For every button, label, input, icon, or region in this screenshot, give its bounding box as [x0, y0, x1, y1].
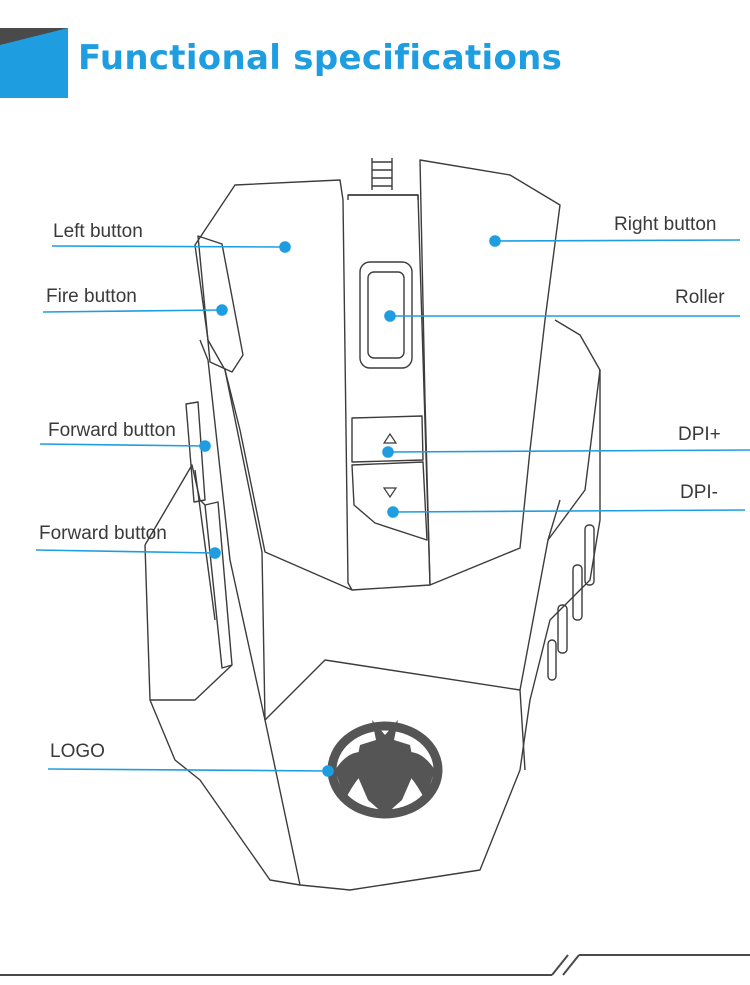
header-banner-graphic: [0, 28, 68, 98]
label-forward-button-lower: Forward button: [39, 523, 167, 544]
label-forward-button-upper: Forward button: [48, 420, 176, 441]
dpi-arrows: [382, 432, 398, 499]
label-logo: LOGO: [50, 741, 105, 762]
label-fire-button: Fire button: [46, 286, 137, 307]
page-title: Functional specifications: [78, 38, 563, 78]
label-dpi-plus: DPI+: [678, 424, 721, 445]
label-right-button: Right button: [614, 214, 717, 235]
label-roller: Roller: [675, 287, 725, 308]
label-dpi-minus: DPI-: [680, 482, 718, 503]
footer-rule: [0, 954, 750, 976]
label-left-button: Left button: [53, 221, 143, 242]
bat-logo-icon: [327, 720, 443, 819]
leader-lines: [35, 235, 750, 777]
mouse-outline: [144, 158, 601, 891]
